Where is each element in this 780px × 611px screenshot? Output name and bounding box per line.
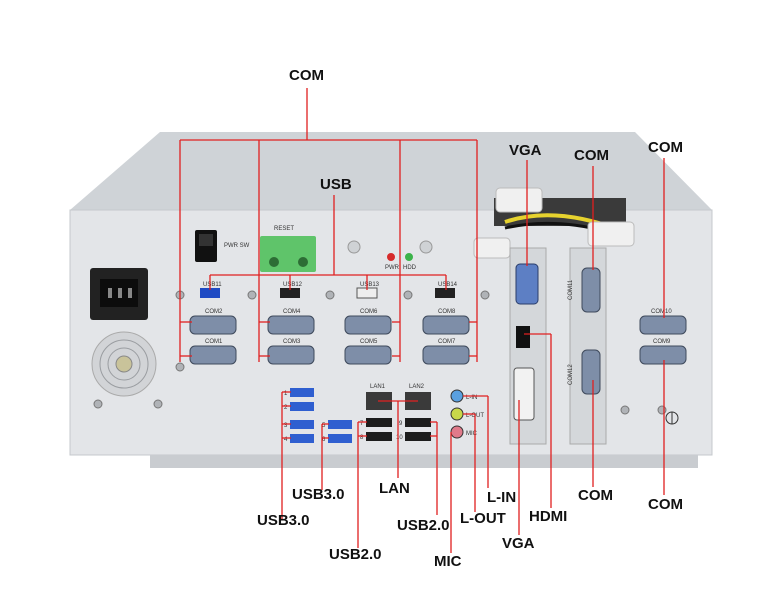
hdmi-port <box>516 326 530 348</box>
usb13-label: USB13 <box>360 282 380 288</box>
status-led-left <box>347 240 361 254</box>
db9-com3 <box>267 345 315 365</box>
usb3-stack <box>290 388 352 443</box>
callout-mic: MIC <box>434 553 462 570</box>
status-led-right <box>419 240 433 254</box>
usb11-label: USB11 <box>203 282 222 288</box>
usb14-label: USB14 <box>438 282 458 288</box>
l-out-jack <box>450 407 464 421</box>
hdd-led-label: HDD <box>403 265 417 271</box>
ground-icon <box>665 411 679 425</box>
db9-com8 <box>422 315 470 335</box>
mic-jack <box>450 425 464 439</box>
callout-l-in: L-IN <box>487 489 517 506</box>
callout-lan: LAN <box>379 480 410 497</box>
com4-label: COM4 <box>283 309 301 315</box>
usb-n-8: 8 <box>360 435 364 441</box>
db9-com6 <box>344 315 392 335</box>
com1-label: COM1 <box>205 339 223 345</box>
callout-com-card-bottom: COM <box>578 487 613 504</box>
callout-hdmi: HDMI <box>529 508 568 525</box>
vga-port <box>515 263 539 305</box>
usb-n-6: 6 <box>322 437 326 443</box>
com2-label: COM2 <box>205 309 223 315</box>
callout-com-top: COM <box>289 67 324 84</box>
db9-com11 <box>581 267 601 313</box>
callout-usb30-a: USB3.0 <box>257 512 310 529</box>
screws <box>93 290 667 415</box>
com5-label: COM5 <box>360 339 378 345</box>
callout-vga-top: VGA <box>509 142 542 159</box>
l-in-jack <box>450 389 464 403</box>
chassis-top <box>70 132 712 210</box>
usb-n-10: 10 <box>396 435 403 441</box>
db9-com10 <box>639 315 687 335</box>
usb-port <box>280 288 300 298</box>
com3-label: COM3 <box>283 339 301 345</box>
db9-com2 <box>189 315 237 335</box>
db9-com9 <box>639 345 687 365</box>
db9-com5 <box>344 345 392 365</box>
com12-label: COM12 <box>568 364 574 385</box>
callout-vga-bottom: VGA <box>502 535 535 552</box>
usb-port <box>435 288 455 298</box>
db9-com12 <box>581 349 601 395</box>
usb-n-1: 1 <box>284 391 288 397</box>
pwr-led <box>387 253 395 261</box>
cable-harness <box>473 187 635 259</box>
hdd-led <box>405 253 413 261</box>
fan-icon <box>91 331 157 397</box>
dvi-port <box>513 367 535 421</box>
callout-usb30-b: USB3.0 <box>292 486 345 503</box>
db9-com4 <box>267 315 315 335</box>
callout-com-right-top: COM <box>648 139 683 156</box>
callout-com-right-bottom: COM <box>648 496 683 513</box>
usb-top-row: USB11 USB12 USB13 USB14 <box>200 282 458 299</box>
callout-com-card-top: COM <box>574 147 609 164</box>
usb2-stack <box>366 418 431 441</box>
callout-usb-top: USB <box>320 176 352 193</box>
chassis-base <box>150 455 698 468</box>
reset-terminal <box>260 236 316 272</box>
lan2-label: LAN2 <box>409 384 425 390</box>
mic-jack-label: MIC <box>466 431 478 437</box>
callout-usb20-a: USB2.0 <box>329 546 382 563</box>
callout-l-out: L-OUT <box>460 510 506 527</box>
callout-usb20-b: USB2.0 <box>397 517 450 534</box>
callout-lines <box>179 88 665 553</box>
usb-port <box>200 288 220 298</box>
lan1-label: LAN1 <box>370 384 386 390</box>
com10-label: COM10 <box>651 309 672 315</box>
com7-label: COM7 <box>438 339 456 345</box>
pwr-sw-label: PWR SW <box>224 243 250 249</box>
reset-label: RESET <box>274 226 294 232</box>
db9-com1 <box>189 345 237 365</box>
usb-n-4: 4 <box>284 437 288 443</box>
com11-label: COM11 <box>568 279 574 300</box>
usb-n-7: 7 <box>360 421 364 427</box>
pwr-led-label: PWR <box>385 265 400 271</box>
db9-ports <box>189 315 470 365</box>
usb-n-9: 9 <box>399 421 403 427</box>
l-in-jack-label: L-IN <box>466 395 477 401</box>
com8-label: COM8 <box>438 309 456 315</box>
usb12-label: USB12 <box>283 282 303 288</box>
db9-com7 <box>422 345 470 365</box>
com9-label: COM9 <box>653 339 671 345</box>
com6-label: COM6 <box>360 309 378 315</box>
usb-n-2: 2 <box>284 405 288 411</box>
usb-n-3: 3 <box>284 423 288 429</box>
usb-n-5: 5 <box>322 423 326 429</box>
